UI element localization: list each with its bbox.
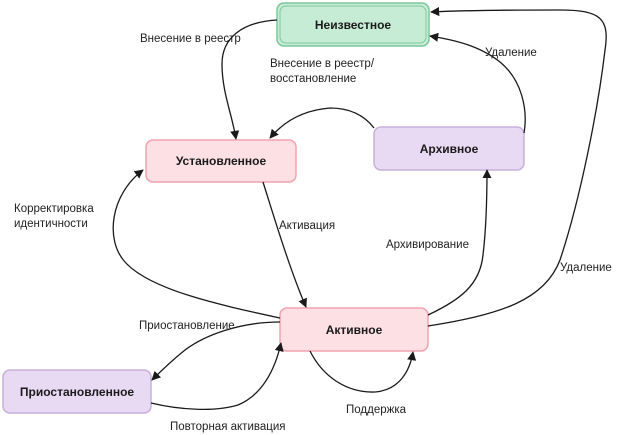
node-active-box xyxy=(279,307,429,352)
edge-restore-label-line1: Внесение в реестр/ xyxy=(270,58,375,70)
edge-identity-correction-label: Корректировка идентичности xyxy=(14,203,97,230)
node-established-box xyxy=(145,139,297,183)
node-suspended-box xyxy=(2,369,152,414)
edge-restore-label: Внесение в реестр/ восстановление xyxy=(270,58,377,85)
edge-deletion-active-arrow xyxy=(427,7,607,327)
edge-suspension-arrow xyxy=(151,321,281,381)
node-suspended-label: Приостановленное xyxy=(20,385,134,399)
edge-registration-arrow xyxy=(221,19,278,140)
node-archived-box xyxy=(373,126,525,171)
edge-archiving-arrow xyxy=(427,169,492,316)
node-archived-label: Архивное xyxy=(420,142,479,156)
edge-reactivation-arrow xyxy=(150,342,284,410)
edge-reactivation-label: Повторная активация xyxy=(170,421,285,433)
edge-deletion-active-label: Удаление xyxy=(560,262,612,274)
edge-identity-correction-label-line1: Корректировка xyxy=(14,203,94,215)
edge-identity-correction-label-line2: идентичности xyxy=(14,218,88,230)
edge-deletion-archived-label: Удаление xyxy=(485,47,537,59)
node-active: Активное xyxy=(279,307,429,352)
node-suspended: Приостановленное xyxy=(2,369,152,414)
node-unknown-box xyxy=(276,2,430,47)
node-unknown-inner-border xyxy=(279,5,427,44)
node-established: Установленное xyxy=(145,139,297,183)
node-archived: Архивное xyxy=(373,126,525,171)
node-established-label: Установленное xyxy=(176,154,267,168)
edge-activation-arrow xyxy=(262,181,307,308)
edge-suspension-label: Приостановление xyxy=(139,320,235,332)
edge-deletion-archived-arrow xyxy=(429,32,526,134)
edge-restore-arrow xyxy=(269,107,375,139)
node-unknown-label: Неизвестное xyxy=(315,18,392,32)
edge-archiving-label: Архивирование xyxy=(386,239,469,251)
edge-restore-label-line2: восстановление xyxy=(270,73,356,85)
edge-registration-label: Внесение в реестр xyxy=(140,33,241,45)
edge-maintenance-label: Поддержка xyxy=(346,404,407,416)
edge-maintenance-arrow xyxy=(309,350,417,393)
edge-activation-label: Активация xyxy=(279,220,335,232)
node-active-label: Активное xyxy=(326,323,383,337)
edge-identity-correction-arrow xyxy=(112,169,281,319)
node-unknown: Неизвестное xyxy=(276,2,430,47)
